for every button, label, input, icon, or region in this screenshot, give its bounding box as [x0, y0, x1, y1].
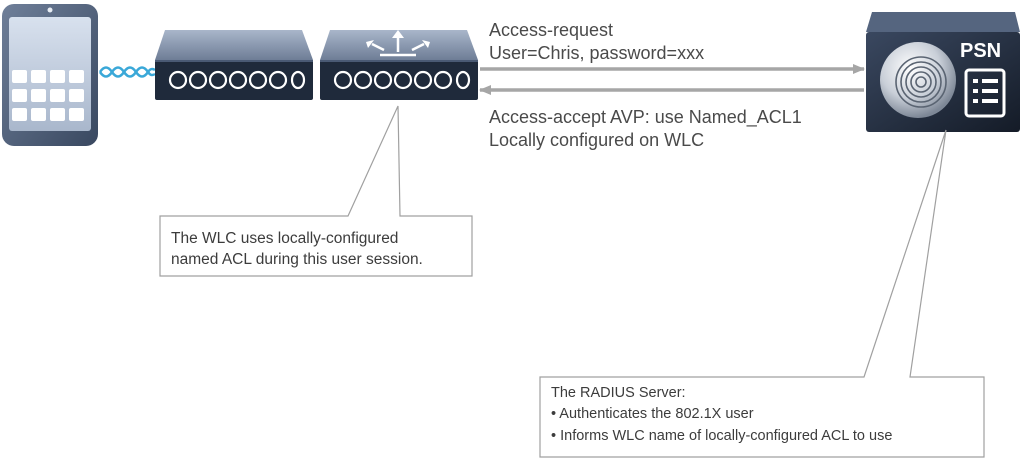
- wlc-callout-line2: named ACL during this user session.: [171, 251, 423, 268]
- fingerprint-icon: [880, 42, 956, 118]
- access-accept-note: Locally configured on WLC: [489, 130, 705, 150]
- wireless-link-icon: [98, 66, 156, 78]
- wlc-callout-box: [159, 105, 473, 277]
- psn-label: PSN: [960, 40, 1002, 62]
- wlc-callout-line1: The WLC uses locally-configured: [171, 230, 399, 247]
- radius-callout-bullet: • Authenticates the 802.1X user: [551, 406, 754, 422]
- radius-callout-bullet: • Informs WLC name of locally-configured…: [551, 428, 893, 444]
- access-accept-label: Access-accept AVP: use Named_ACL1: [489, 107, 802, 127]
- radius-callout-title: The RADIUS Server:: [551, 385, 686, 401]
- access-point-icon: [155, 30, 313, 100]
- wireless-controller-icon: [320, 30, 478, 100]
- psn-server-icon: [866, 12, 1020, 132]
- tablet-icon: [2, 4, 98, 146]
- access-request-label: Access-request: [489, 20, 614, 40]
- radius-callout-box: [539, 129, 985, 458]
- document-list-icon: [964, 68, 1006, 118]
- access-request-credentials: User=Chris, password=xxx: [489, 43, 705, 63]
